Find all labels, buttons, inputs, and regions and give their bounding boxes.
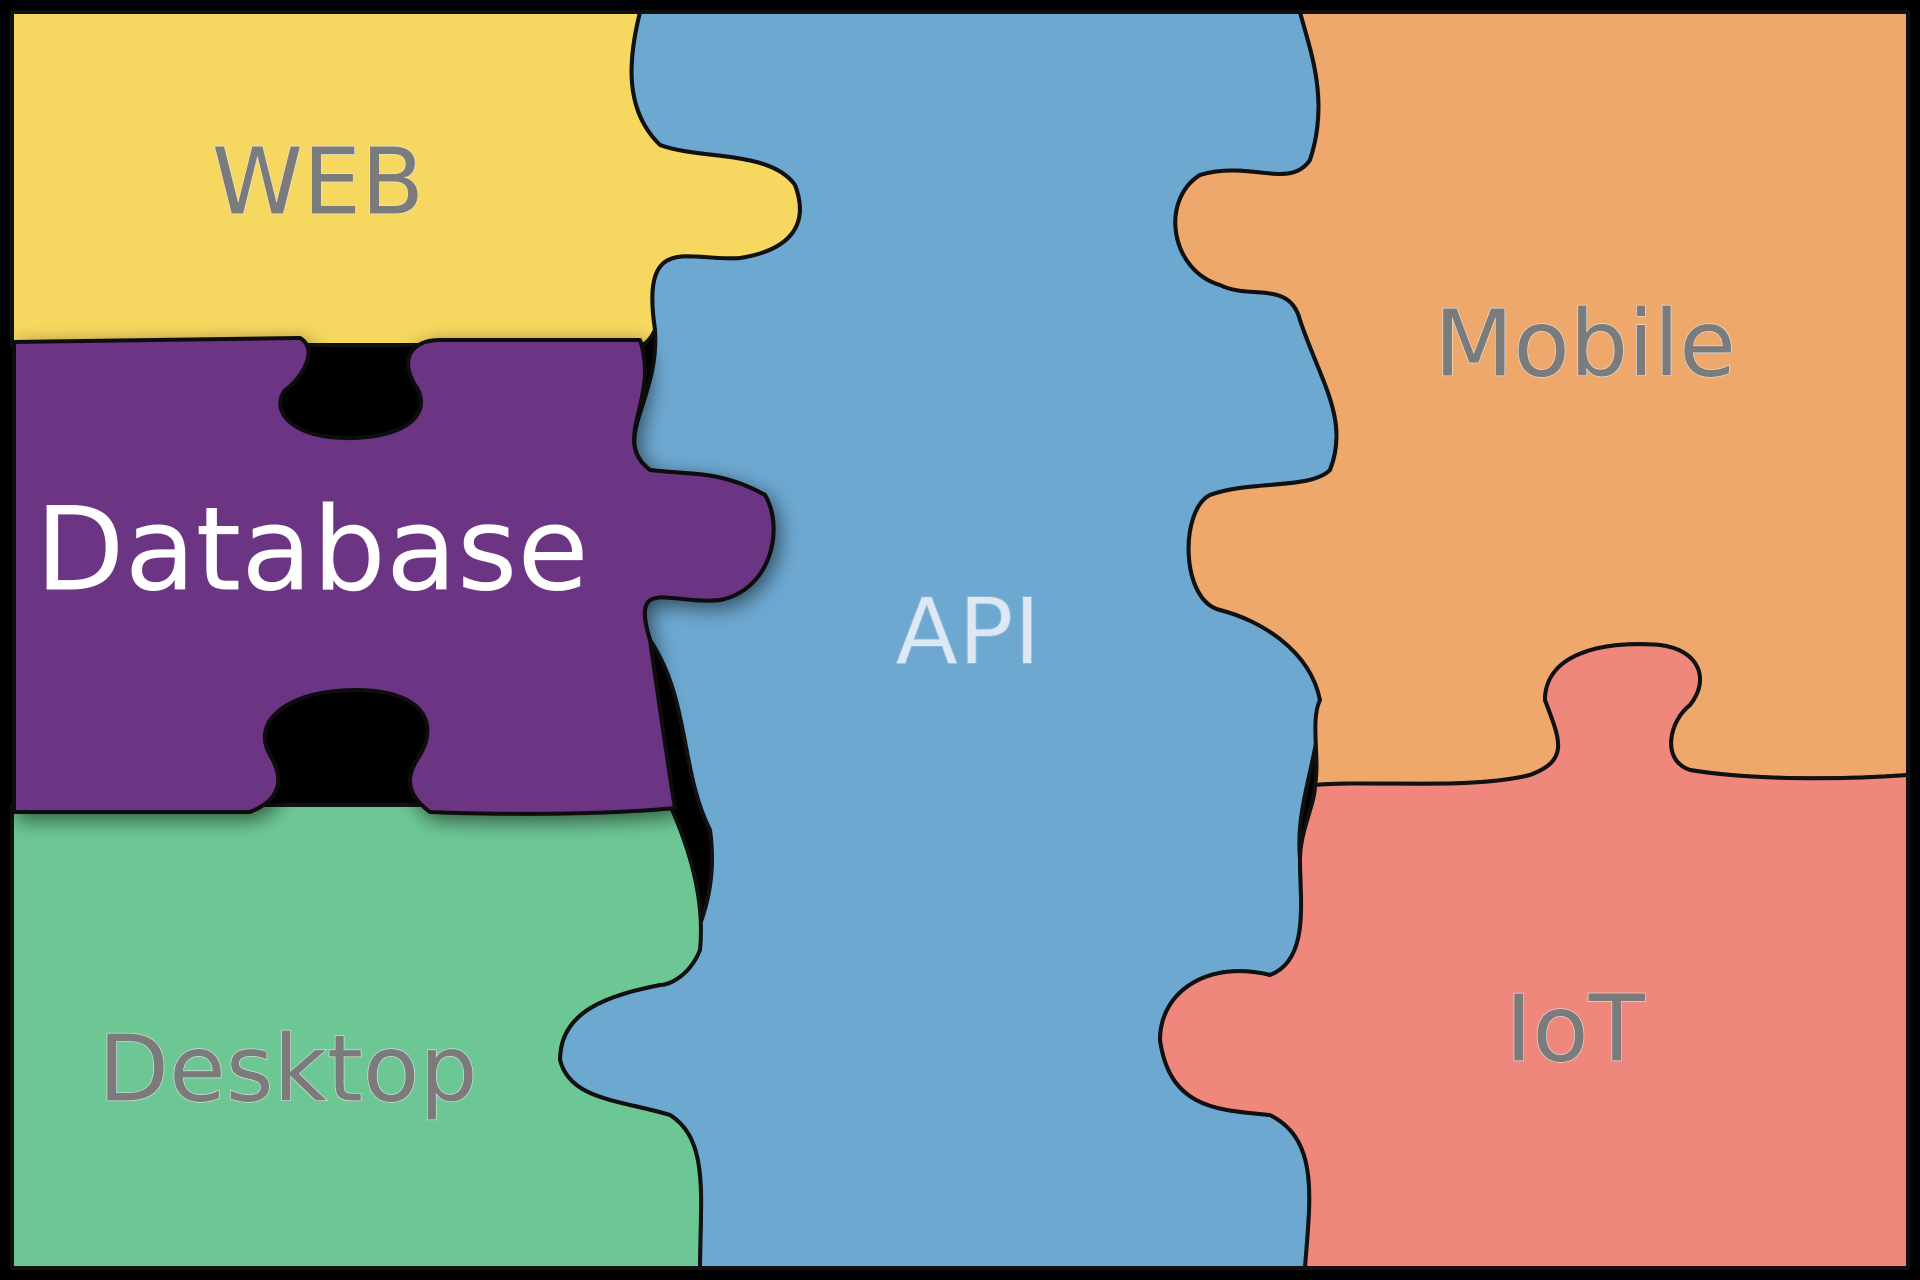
web-label: WEB	[212, 128, 424, 235]
mobile-label: Mobile	[1434, 290, 1736, 397]
api-label: API	[895, 578, 1041, 685]
desktop-piece	[10, 803, 704, 1270]
iot-piece	[1158, 642, 1910, 1270]
desktop-label: Desktop	[98, 1015, 477, 1122]
web-piece	[10, 10, 802, 347]
database-label: Database	[35, 483, 589, 618]
iot-label: IoT	[1505, 975, 1645, 1082]
database-piece	[12, 336, 776, 816]
